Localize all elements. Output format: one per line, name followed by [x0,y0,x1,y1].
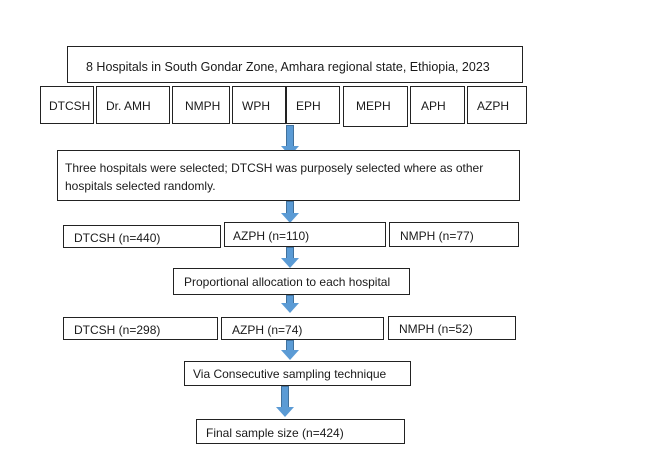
title-text: 8 Hospitals in South Gondar Zone, Amhara… [86,60,490,74]
allocation-text: Proportional allocation to each hospital [184,275,391,289]
technique-text: Via Consecutive sampling technique [193,367,387,381]
hospital-label: NMPH [185,99,221,113]
final-sample-box: Final sample size (n=424) [196,419,405,444]
population-label: NMPH (n=77) [400,229,474,243]
hospital-label: Dr. AMH [106,99,151,113]
technique-box: Via Consecutive sampling technique [184,361,411,386]
sample-box-nmph: NMPH (n=52) [388,316,516,340]
hospital-box-azph: AZPH [467,86,527,124]
hospital-box-dramh: Dr. AMH [96,86,170,124]
population-box-azph: AZPH (n=110) [224,222,386,247]
allocation-box: Proportional allocation to each hospital [173,268,410,295]
population-label: DTCSH (n=440) [74,231,161,245]
hospital-label: AZPH [477,99,510,113]
hospital-label: MEPH [356,99,391,113]
sample-label: AZPH (n=74) [232,323,303,337]
hospital-box-eph: EPH [286,86,340,124]
selection-text: Three hospitals were selected; DTCSH was… [65,161,484,193]
hospital-label: APH [421,99,446,113]
hospital-box-meph: MEPH [343,86,408,127]
hospital-label: DTCSH [49,99,91,113]
population-box-dtcsh: DTCSH (n=440) [63,225,221,248]
hospital-box-nmph: NMPH [172,86,230,124]
title-box: 8 Hospitals in South Gondar Zone, Amhara… [67,46,523,83]
hospital-label: EPH [296,99,321,113]
sample-label: NMPH (n=52) [399,322,473,336]
final-sample-text: Final sample size (n=424) [206,426,344,440]
hospital-box-dtcsh: DTCSH [40,86,94,124]
hospital-label: WPH [242,99,270,113]
hospital-box-wph: WPH [232,86,286,124]
sample-box-dtcsh: DTCSH (n=298) [63,317,218,340]
population-label: AZPH (n=110) [233,229,310,243]
population-box-nmph: NMPH (n=77) [389,222,519,247]
sample-box-azph: AZPH (n=74) [221,317,384,340]
hospital-box-aph: APH [410,86,465,124]
sample-label: DTCSH (n=298) [74,323,161,337]
selection-box: Three hospitals were selected; DTCSH was… [57,150,520,201]
